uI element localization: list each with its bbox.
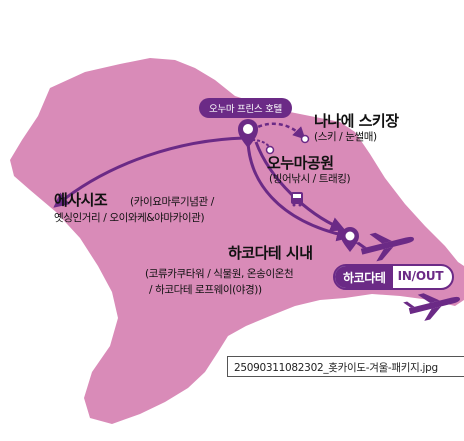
route-to-nanae [251, 122, 306, 140]
airplane-landing-icon [355, 232, 415, 262]
place-name-hakodate-city: 하코다테 시내 [228, 244, 313, 262]
place-name-esashi: 에사시조 [54, 191, 108, 209]
airport-badge: 하코다테 IN/OUT [333, 264, 455, 290]
airplane-departing-icon [403, 293, 461, 321]
place-detail-esashi-1: (카이요마루기념관 / [130, 196, 214, 208]
place-detail-hakodate-city-2: / 하코다테 로프웨이(야경)) [149, 284, 262, 296]
bus-icon [291, 192, 303, 207]
place-detail-nanae: (스키 / 눈썰매) [314, 131, 377, 143]
route-to-hakodate-city [246, 141, 352, 242]
airport-tag: IN/OUT [397, 269, 444, 283]
place-detail-onuma-park: (빙어낚시 / 트래킹) [269, 173, 351, 185]
nanae-dot [300, 134, 310, 144]
hotel-label: 오누마 프린스 호텔 [199, 98, 292, 118]
airport-name: 하코다테 [335, 266, 393, 288]
place-detail-esashi-2: 옛싱인거리 / 오이와케&야마카이관) [54, 212, 205, 224]
landmass [10, 58, 464, 424]
place-name-nanae: 나나에 스키장 [314, 112, 399, 130]
place-name-onuma-park: 오누마공원 [267, 154, 334, 172]
hakodate-city-pin-icon [341, 227, 359, 252]
route-to-esashi [53, 136, 245, 208]
onuma-park-dot [265, 145, 275, 155]
hotel-pin-icon [238, 119, 258, 148]
image-caption: 25090311082302_홋카이도-겨울-패키지.jpg [227, 356, 464, 377]
place-detail-hakodate-city-1: (코류카쿠타워 / 식물원, 온송이온천 [145, 268, 294, 280]
